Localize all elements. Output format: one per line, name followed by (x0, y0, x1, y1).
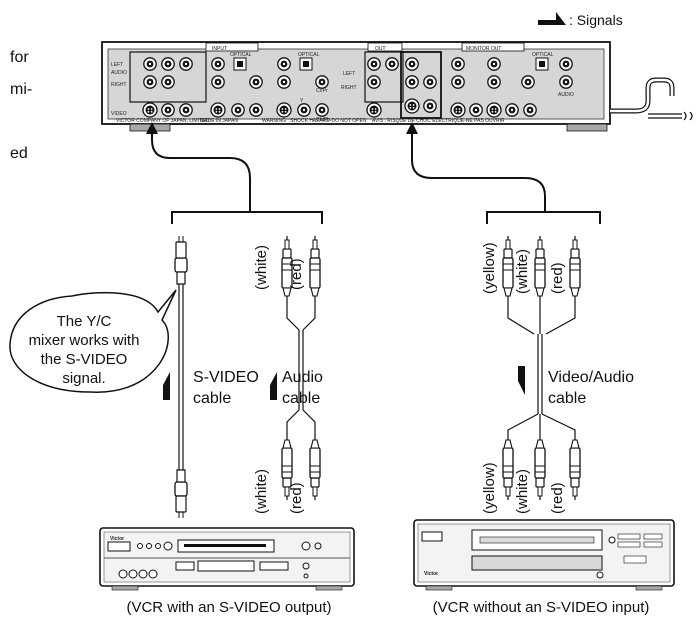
right-cable-assembly: (yellow) (white) (red) (yellow) (white) … (406, 122, 634, 514)
warning-text: WARNING : SHOCK HAZARD-DO NOT OPEN (262, 118, 367, 124)
out2-frame (400, 51, 442, 119)
vcr-left-caption: (VCR with an S-VIDEO output) (126, 599, 331, 616)
audio-signal-arrow-icon (270, 372, 277, 400)
out1-frame (364, 51, 404, 103)
optical-label-2: OPTICAL (298, 52, 320, 58)
vcr-right-caption: (VCR without an S-VIDEO input) (433, 599, 650, 616)
audio-cable-label-line2: cable (282, 390, 320, 407)
av-signal-arrow-icon (518, 366, 525, 395)
audio-label: AUDIO (111, 70, 127, 76)
audio-plug-red-top: (red) (288, 258, 305, 290)
receiver-rear-panel: INPUT OUT MONITOR OUT LEFT AUDIO RIGHT V… (101, 41, 693, 132)
signal-up-arrow-1 (146, 122, 158, 134)
out-left-label: LEFT (343, 71, 355, 77)
av-plug-yellow-top: (yellow) (481, 242, 498, 294)
signal-up-arrow-2 (406, 122, 418, 134)
audio-cable-label-line1: Audio (282, 369, 323, 386)
receiver-foot-right (566, 123, 608, 132)
vcr-left-brand: Victor (110, 536, 124, 542)
signals-legend-label: : Signals (569, 12, 623, 28)
audio-plug-white-bottom: (white) (253, 469, 270, 514)
company-text: VICTOR COMPANY OF JAPAN, LIMITED. (116, 118, 210, 124)
margin-fragment-2: mi- (10, 81, 32, 98)
right-cable-bracket (486, 211, 601, 224)
power-cord (610, 77, 675, 114)
av-plug-white-top: (white) (514, 249, 531, 294)
avis-text: AVIS : RISQUE DE CHOC ELECTRIQUE-NE PAS … (372, 118, 505, 124)
av-plug-red-top: (red) (549, 262, 566, 294)
out-right-label: RIGHT (341, 85, 357, 91)
av-plug-red-bottom: (red) (549, 482, 566, 514)
monitor-out-header: MONITOR OUT (466, 46, 501, 52)
yc-mixer-callout: The Y/C mixer works with the S-VIDEO sig… (9, 289, 177, 393)
callout-line2: mixer works with (29, 332, 140, 349)
callout-line3: the S-VIDEO (41, 351, 128, 368)
y-label: Y (300, 98, 304, 104)
vcr-with-svideo-output: Victor (VCR with an S-VIDEO output) (99, 527, 355, 616)
vcr-right-brand: Victor (424, 571, 438, 577)
optical-label-3: OPTICAL (532, 52, 554, 58)
av-plug-yellow-bottom: (yellow) (481, 462, 498, 514)
svideo-signal-arrow-icon (163, 372, 170, 400)
av-cable-label-line2: cable (548, 390, 586, 407)
optical-label-1: OPTICAL (230, 52, 252, 58)
output-header: OUT (375, 46, 386, 52)
left-cable-assembly: (white) (red) (white) (red) S-VIDEO cabl… (146, 122, 323, 519)
audio-plug-red-bottom: (red) (288, 482, 305, 514)
signals-legend: : Signals (538, 12, 623, 28)
vcr-without-svideo-input: Victor (VCR without an S-VIDEO input) (413, 519, 675, 616)
callout-bubble (9, 289, 177, 393)
crpr-label: Cr/Pr (316, 88, 328, 94)
made-in-text: MADE IN JAPAN (200, 118, 238, 124)
av-cable-label-line1: Video/Audio (548, 369, 634, 386)
svideo-cable-label-line1: S-VIDEO (193, 369, 259, 386)
right-label: RIGHT (111, 82, 127, 88)
input-header: INPUT (212, 46, 227, 52)
margin-fragment-3: ed (10, 145, 28, 162)
callout-line4: signal. (62, 370, 105, 387)
svideo-cable-label-line2: cable (193, 390, 231, 407)
left-cable-bracket (171, 211, 323, 224)
left-label: LEFT (111, 62, 123, 68)
monitor-audio-label: AUDIO (558, 92, 574, 98)
callout-line1: The Y/C (57, 313, 112, 330)
video1-input-frame (129, 51, 207, 103)
video-label: VIDEO (111, 111, 127, 117)
margin-fragment-1: for (10, 49, 29, 66)
cbpb-label: Cb/Pb (316, 117, 330, 123)
signal-arrow-icon (538, 12, 566, 25)
audio-plug-white-top: (white) (253, 245, 270, 290)
av-plug-white-bottom: (white) (514, 469, 531, 514)
